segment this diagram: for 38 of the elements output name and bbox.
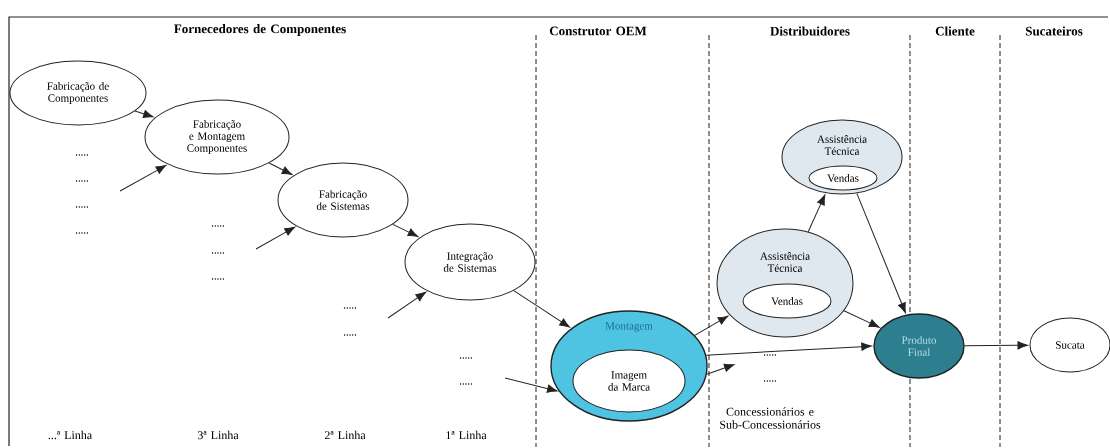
ellipsis: ..... bbox=[763, 354, 777, 356]
column-heading: Construtor OEM bbox=[549, 26, 647, 36]
arrow bbox=[255, 226, 295, 250]
arrow bbox=[964, 341, 1028, 350]
arrow bbox=[705, 342, 872, 356]
ellipsis: ..... bbox=[75, 206, 89, 208]
tier-label: ...ª Linha bbox=[48, 430, 92, 440]
arrow bbox=[392, 223, 419, 237]
arrow bbox=[387, 291, 427, 319]
ellipsis: ..... bbox=[343, 334, 357, 336]
arrow bbox=[119, 164, 167, 192]
group-label: Concessionários e Sub-Concessionários bbox=[720, 407, 821, 429]
ellipsis: ..... bbox=[459, 383, 473, 385]
ellipsis: ..... bbox=[211, 252, 225, 254]
column-heading: Sucateiros bbox=[1025, 26, 1083, 36]
arrow bbox=[134, 110, 154, 118]
ellipsis: ..... bbox=[343, 307, 357, 309]
tier-label: 1ª Linha bbox=[446, 430, 487, 440]
ellipsis: ..... bbox=[211, 225, 225, 227]
ellipsis: ..... bbox=[763, 380, 777, 382]
ellipsis: ..... bbox=[459, 357, 473, 359]
column-heading: Distribuidores bbox=[770, 26, 850, 36]
arrow bbox=[843, 310, 880, 328]
arrow bbox=[694, 315, 729, 336]
arrow bbox=[856, 192, 906, 314]
ellipsis: ..... bbox=[75, 180, 89, 182]
tier-label: 3ª Linha bbox=[197, 430, 239, 440]
ellipsis: ..... bbox=[75, 154, 89, 156]
ellipsis: ..... bbox=[211, 278, 225, 280]
arrow bbox=[504, 377, 558, 393]
arrow bbox=[706, 363, 735, 375]
column-heading: Fornecedores de Componentes bbox=[174, 24, 346, 36]
ellipsis: ..... bbox=[75, 232, 89, 234]
arrow bbox=[513, 290, 570, 328]
arrow bbox=[268, 162, 293, 175]
column-heading: Cliente bbox=[935, 26, 975, 36]
tier-label: 2ª Linha bbox=[324, 430, 366, 440]
arrow bbox=[807, 194, 826, 233]
